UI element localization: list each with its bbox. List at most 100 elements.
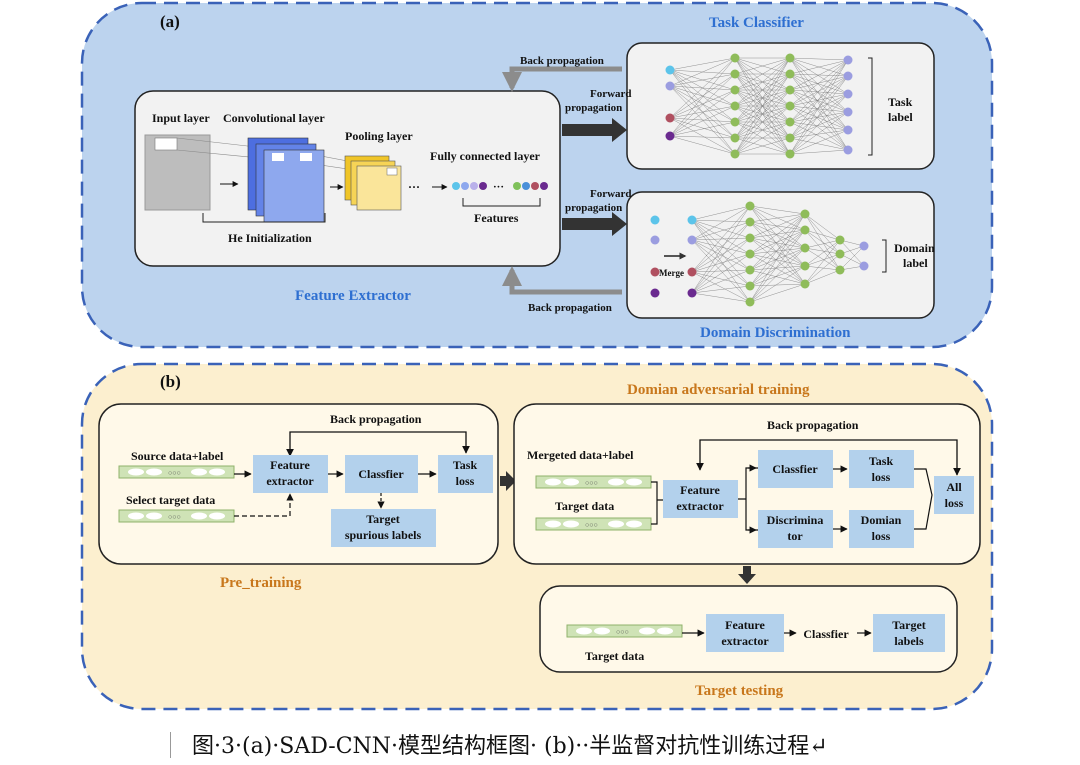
pt-task-loss-line1: Task [453, 458, 478, 472]
neuron [785, 85, 795, 95]
back-prop-bottom-label: Back propagation [528, 302, 612, 314]
feature-vector [452, 182, 548, 190]
task-label-line2: label [888, 110, 913, 124]
input-layer-label: Input layer [152, 111, 210, 125]
neuron [745, 265, 755, 275]
task-classifier-network [665, 53, 853, 159]
neuron [650, 215, 660, 225]
neuron [665, 131, 675, 141]
pt-select-target-label: Select target data [126, 493, 215, 507]
figure-caption: 图·3·(a)·SAD-CNN·模型结构框图· (b)··半监督对抗性训练过程↵ [170, 728, 970, 762]
features-label: Features [474, 211, 519, 225]
forward-bottom-line2: propagation [565, 202, 622, 214]
neuron [859, 261, 869, 271]
task-label-line1: Task [888, 95, 913, 109]
neuron [800, 243, 810, 253]
neuron [650, 288, 660, 298]
tt-fe-line2: extractor [721, 634, 769, 648]
neuron [785, 149, 795, 159]
adv-target-dots: ○○○ [585, 521, 598, 529]
pt-target-strip: ○○○ [118, 509, 235, 523]
pt-task-loss-line2: loss [456, 474, 475, 488]
adv-all-loss-line1: All [946, 480, 962, 494]
pt-source-dots: ○○○ [168, 469, 181, 477]
neuron [650, 235, 660, 245]
tt-target-strip: ○○○ [566, 624, 683, 638]
adv-domain-loss-line2: loss [872, 529, 891, 543]
neuron [745, 297, 755, 307]
adv-merged-label: Mergeted data+label [527, 448, 634, 462]
adv-merged-strip: ○○○ [535, 475, 652, 489]
neuron [835, 235, 845, 245]
neuron [730, 53, 740, 63]
neuron [843, 71, 853, 81]
pt-source-label: Source data+label [131, 449, 224, 463]
pt-target-dots: ○○○ [168, 513, 181, 521]
neuron [730, 149, 740, 159]
pt-source-strip: ○○○ [118, 465, 235, 479]
pooling-feature-maps [344, 155, 402, 211]
conv-feature-maps [247, 137, 325, 223]
neuron [730, 69, 740, 79]
neuron [665, 113, 675, 123]
panel-a: (a) Input layer Convolutional layer Pool… [80, 1, 994, 349]
pt-fe-line2: extractor [266, 474, 314, 488]
pt-spurious-line2: spurious labels [345, 528, 422, 542]
tt-target-label: Target data [585, 649, 644, 663]
caption-cursor-bar [170, 732, 171, 758]
tt-target-dots: ○○○ [616, 628, 629, 636]
forward-top-line2: propagation [565, 102, 622, 114]
tt-fe-line1: Feature [725, 618, 765, 632]
neuron [859, 241, 869, 251]
neuron [785, 69, 795, 79]
adv-fe-line2: extractor [676, 499, 724, 513]
adv-disc-line2: tor [787, 529, 803, 543]
forward-propagation-bottom-arrow [562, 212, 627, 236]
adv-task-loss-node [849, 450, 914, 488]
neuron [785, 117, 795, 127]
adversarial-title: Domian adversarial training [627, 382, 810, 398]
neuron [745, 233, 755, 243]
neuron [730, 117, 740, 127]
neuron [800, 261, 810, 271]
neuron [730, 101, 740, 111]
caption-text: 图·3·(a)·SAD-CNN·模型结构框图· (b)··半监督对抗性训练过程↵ [192, 734, 828, 759]
adversarial-to-testing-arrow [738, 566, 756, 584]
neuron [665, 65, 675, 75]
adv-all-loss-node [934, 476, 974, 514]
domain-label-line2: label [903, 256, 928, 270]
adv-classifier-label: Classfier [772, 462, 818, 476]
neuron [843, 107, 853, 117]
target-testing-title: Target testing [695, 683, 784, 699]
adv-all-loss-line2: loss [945, 496, 964, 510]
forward-top-line1: Forward [590, 88, 632, 100]
neuron [800, 209, 810, 219]
neuron [843, 125, 853, 135]
adv-classifier-node [758, 450, 833, 488]
neuron [730, 133, 740, 143]
neuron [745, 201, 755, 211]
neuron [800, 279, 810, 289]
adv-task-loss-line1: Task [869, 454, 894, 468]
adv-target-strip: ○○○ [535, 517, 652, 531]
pooling-layer-label: Pooling layer [345, 129, 413, 143]
neuron [785, 101, 795, 111]
adv-back-prop-label: Back propagation [767, 418, 859, 432]
domain-label-line1: Domain [894, 241, 935, 255]
neuron [650, 267, 660, 277]
neuron [843, 89, 853, 99]
neuron [687, 235, 697, 245]
neuron [785, 53, 795, 63]
pre-training-title: Pre_training [220, 575, 302, 591]
neuron [745, 281, 755, 291]
pre-to-adversarial-arrow [500, 471, 516, 491]
neuron [687, 288, 697, 298]
adv-fe-line1: Feature [680, 483, 720, 497]
feature-extractor-title: Feature Extractor [295, 288, 411, 304]
tt-classifier-label: Classfier [803, 627, 849, 641]
adv-target-label: Target data [555, 499, 614, 513]
neuron [785, 133, 795, 143]
tt-feature-extractor-node [706, 614, 784, 652]
back-prop-top-label: Back propagation [520, 55, 604, 67]
